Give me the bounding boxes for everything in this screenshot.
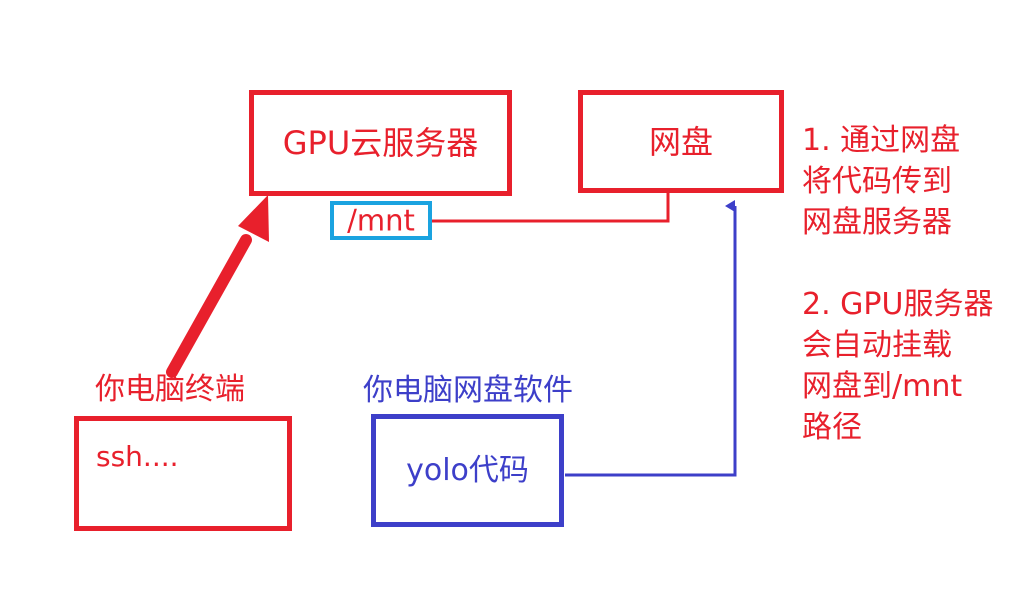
- netdisk-software-title: 你电脑网盘软件: [363, 373, 573, 408]
- gpu-server-box: GPU云服务器: [249, 90, 512, 196]
- netdisk-label: 网盘: [648, 122, 713, 161]
- note-step1-line1: 1. 通过网盘: [802, 123, 961, 158]
- gpu-server-label: GPU云服务器: [282, 124, 479, 162]
- terminal-command: ssh....: [96, 440, 179, 473]
- ssh-arrowhead: [238, 195, 269, 242]
- ssh-arrow-shaft: [166, 234, 252, 378]
- yolo-code-label: yolo代码: [406, 452, 529, 488]
- terminal-title: 你电脑终端: [95, 372, 245, 407]
- note-step2-line2: 会自动挂载: [802, 328, 952, 363]
- mount-path-box: /mnt: [330, 201, 432, 240]
- yolo-code-box: yolo代码: [371, 414, 564, 527]
- terminal-box: ssh....: [74, 416, 292, 531]
- note-step2-line1: 2. GPU服务器: [802, 287, 994, 322]
- note-step2-line3: 网盘到/mnt: [802, 369, 963, 404]
- instruction-notes: 1. 通过网盘 将代码传到 网盘服务器 2. GPU服务器 会自动挂载 网盘到/…: [802, 120, 993, 448]
- upload-arrow: [565, 200, 737, 477]
- mount-path-label: /mnt: [347, 203, 415, 237]
- mount-connector: [432, 193, 670, 223]
- netdisk-box: 网盘: [578, 90, 784, 193]
- note-step1-line3: 网盘服务器: [802, 205, 952, 240]
- note-step2-line4: 路径: [802, 410, 862, 445]
- note-step1-line2: 将代码传到: [802, 164, 952, 199]
